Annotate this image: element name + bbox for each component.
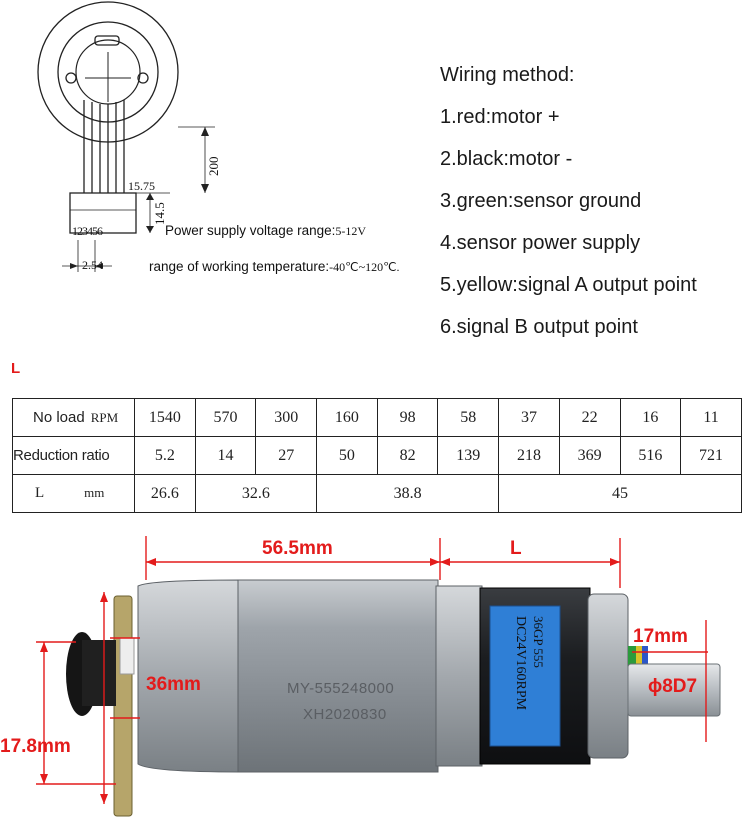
table-cell: 1540 [134,398,196,437]
gear-label-line2: DC24V160RPM [513,616,528,711]
table-cell: 5.2 [134,436,196,475]
wiring-title: Wiring method: [440,64,575,86]
gearbox-end-cap [587,593,629,759]
table-marker: L [11,360,21,377]
table-cell: 14 [194,436,257,475]
temperature-label: range of working temperature: [149,259,330,274]
encoder-hub [82,640,116,706]
technical-drawing: 15.75 200 14.5 123456 2.54 Power supply … [0,0,440,340]
table-cell: 721 [680,436,742,475]
voltage-spec: Power supply voltage range:5-12V [165,223,366,239]
table-cell: 300 [255,398,318,437]
table-cell: 38.8 [316,474,500,513]
connector-body [69,192,137,234]
table-cell: 50 [316,436,378,475]
encoder-slot [94,35,120,46]
output-shaft [627,663,721,717]
pcb-connector [119,637,135,675]
annotation-gear-length: L [510,538,522,559]
annotation-diameter: 36mm [146,674,201,695]
table-cell: 11 [680,398,742,437]
annotation-shaft-diameter: ϕ8D7 [648,676,698,697]
wiring-item-2: 2.black:motor - [440,148,573,170]
motor-illustration-svg [36,536,721,817]
temperature-spec: range of working temperature:-40℃~120℃. [149,259,400,275]
table-cell: 26.6 [134,474,196,513]
table-cell: 218 [498,436,560,475]
wiring-item-1: 1.red:motor + [440,106,560,128]
mount-hole-right [137,72,149,84]
table-cell: 37 [498,398,560,437]
wiring-item-3: 3.green:sensor ground [440,190,642,212]
dim-width-top: 15.75 [128,179,155,193]
table-cell: 98 [376,398,439,437]
table-cell: 16 [619,398,682,437]
connector-pins: 123456 [72,224,103,238]
table-cell: 22 [558,398,621,437]
motor-photo: 56.5mm L 36mm 17.8mm 17mm ϕ8D7 MY-555248… [0,528,750,834]
annotation-board: 17.8mm [0,736,71,757]
wiring-item-5: 5.yellow:signal A output point [440,274,697,296]
motor-body [237,579,439,773]
temperature-value: -40℃~120℃. [329,260,400,274]
mount-hole-left [65,72,77,84]
table-cell: 82 [376,436,439,475]
table-cell: 139 [437,436,500,475]
gear-label-line1: 36GP 555 [531,616,546,668]
annotation-shaft-length: 17mm [633,626,688,647]
voltage-value: 5-12V [335,224,367,238]
annotation-body-length: 56.5mm [262,538,333,559]
table-cell: 570 [194,398,257,437]
dim-length: 200 [206,156,221,177]
motor-flange [435,585,483,767]
dim-pitch: 2.54 [82,258,103,272]
table-cell: 45 [498,474,742,513]
table-cell: 516 [619,436,682,475]
table-cell: 369 [558,436,621,475]
encoder-drawing-svg [37,1,215,272]
motor-model-text: MY-555248000 [287,680,395,697]
table-cell: 58 [437,398,500,437]
table-cell: 160 [316,398,378,437]
wiring-item-4: 4.sensor power supply [440,232,641,254]
voltage-label: Power supply voltage range: [165,223,336,238]
gearbox-label [489,605,561,747]
table-cell: 32.6 [194,474,318,513]
motor-code-text: XH2020830 [303,706,387,723]
dim-height: 14.5 [152,202,167,225]
row-header-ratio: Reduction ratio [12,436,135,475]
wiring-item-6: 6.signal B output point [440,316,638,338]
encoder-pcb [113,595,133,817]
table-row-ratio: Reduction ratio 5.2 14 27 50 82 139 218 … [12,436,742,475]
table-cell: 27 [255,436,318,475]
